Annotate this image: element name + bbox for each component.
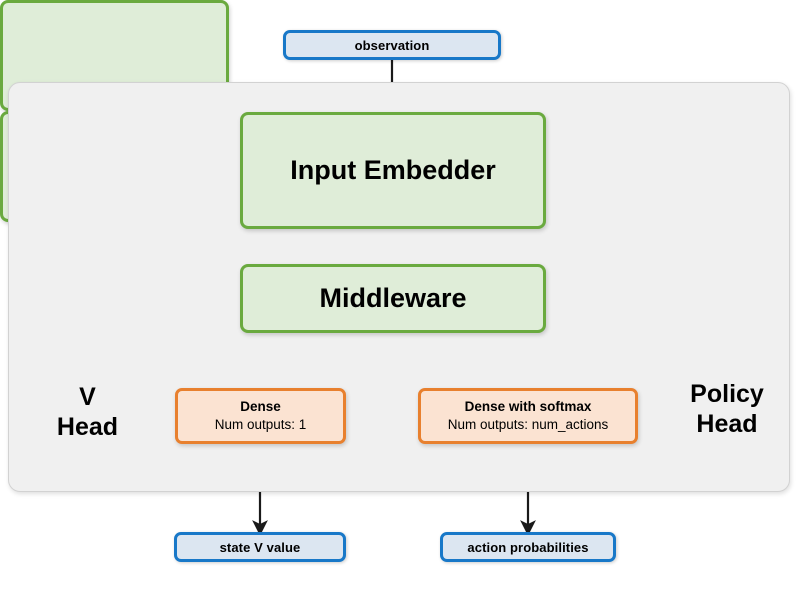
middleware-label: Middleware — [319, 283, 467, 313]
value-head-layer-title: Dense — [240, 398, 281, 414]
policy-head-layer-subtitle: Num outputs: num_actions — [447, 417, 609, 432]
policy-head-caption: Policy Head — [690, 380, 764, 438]
middleware-node[interactable]: Middleware — [240, 264, 546, 333]
observation-node[interactable]: observation — [283, 30, 501, 60]
action-probabilities-label: action probabilities — [467, 539, 589, 555]
value-head-layer-subtitle: Num outputs: 1 — [214, 417, 307, 432]
policy-head-dense-softmax-layer[interactable]: Dense with softmax Num outputs: num_acti… — [418, 388, 638, 444]
policy-head-layer-title: Dense with softmax — [464, 398, 592, 414]
input-embedder-label: Input Embedder — [290, 155, 496, 185]
state-v-value-node[interactable]: state V value — [174, 532, 346, 562]
input-embedder-node[interactable]: Input Embedder — [240, 112, 546, 229]
action-probabilities-node[interactable]: action probabilities — [440, 532, 616, 562]
state-v-value-label: state V value — [219, 539, 301, 555]
value-head-caption: V Head — [56, 383, 119, 441]
observation-label: observation — [354, 37, 430, 53]
value-head-dense-layer[interactable]: Dense Num outputs: 1 — [175, 388, 346, 444]
